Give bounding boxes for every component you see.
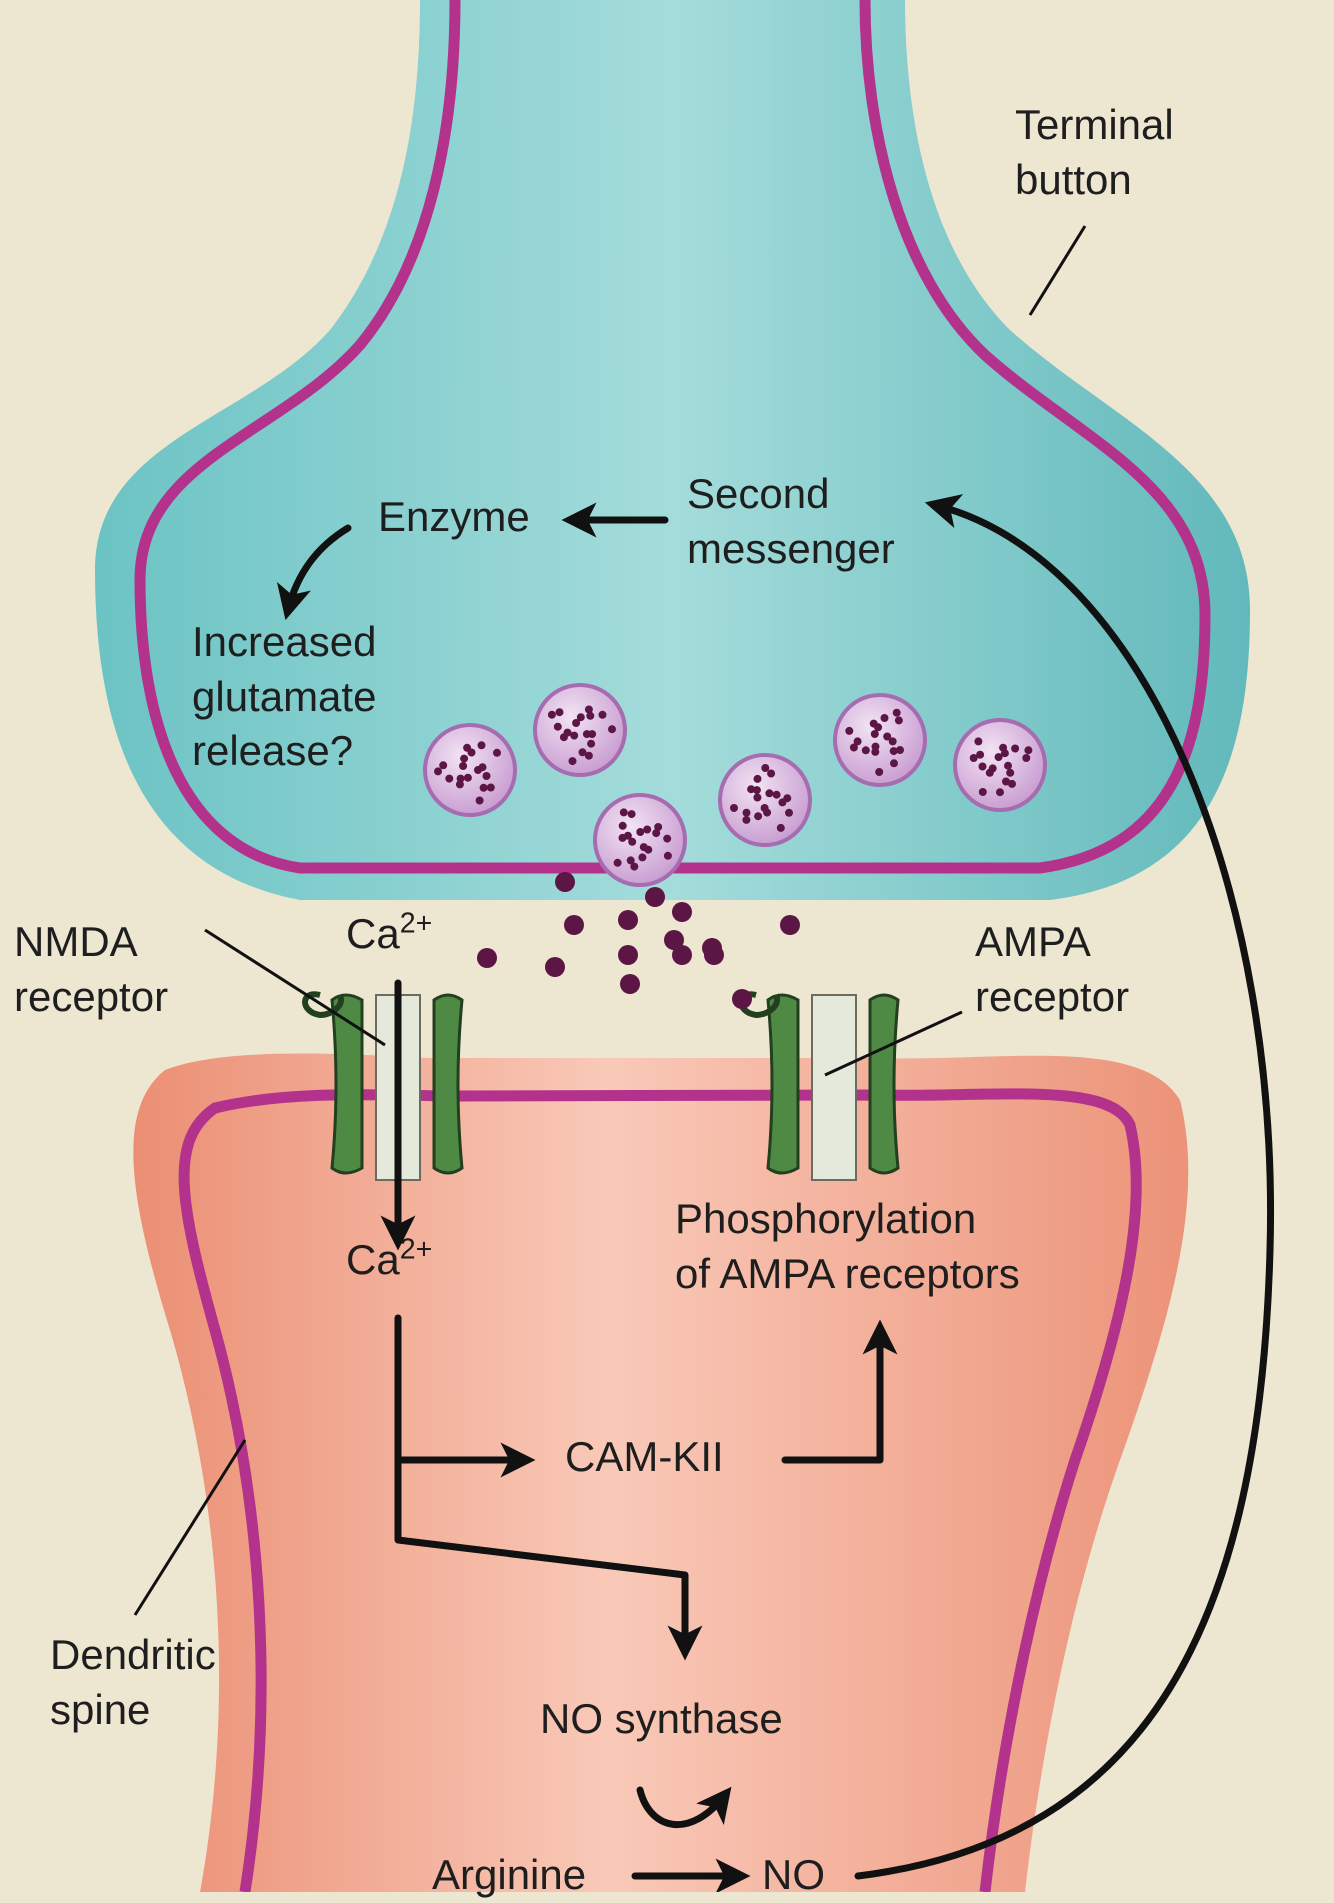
synaptic-vesicle <box>718 753 812 847</box>
glutamate-molecule <box>704 945 724 965</box>
glutamate-molecule <box>477 948 497 968</box>
synaptic-vesicles <box>423 683 1047 887</box>
arrow-no-retrograde <box>854 494 1275 1880</box>
label-calcium-extracellular: Ca2+ <box>346 907 432 962</box>
pointer-nmda-receptor <box>204 928 386 1047</box>
label-enzyme: Enzyme <box>378 493 530 540</box>
label-phosphorylation: Phosphorylation of AMPA receptors <box>675 1195 1020 1297</box>
glutamate-molecules <box>477 872 800 1009</box>
label-dendritic-spine: Dendritic spine <box>50 1631 216 1733</box>
glutamate-molecule <box>672 945 692 965</box>
calcium-charge: 2+ <box>399 1233 433 1266</box>
synaptic-vesicle <box>593 793 687 887</box>
synaptic-vesicle <box>953 718 1047 812</box>
glutamate-molecule <box>564 915 584 935</box>
label-no: NO <box>762 1851 825 1898</box>
pathway-arrows <box>276 494 1275 1892</box>
glutamate-molecule <box>555 872 575 892</box>
pointer-ampa-receptor <box>824 1010 963 1077</box>
arrow-synthase-catalysis <box>636 1786 732 1828</box>
arrow-cam-kii-to-phosphorylation <box>781 1319 898 1464</box>
glutamate-molecule <box>618 910 638 930</box>
label-no-synthase: NO synthase <box>540 1695 783 1742</box>
calcium-charge: 2+ <box>399 907 433 940</box>
label-pointer-lines <box>133 225 1087 1616</box>
arrow-enzyme-to-release <box>276 524 352 621</box>
glutamate-molecule <box>732 989 752 1009</box>
glutamate-molecule <box>645 887 665 907</box>
glutamate-molecule <box>620 974 640 994</box>
glutamate-molecule <box>780 915 800 935</box>
synaptic-vesicle <box>423 723 517 817</box>
label-increased-glutamate-release: Increased glutamate release? <box>192 618 377 775</box>
glutamate-molecule <box>672 902 692 922</box>
glutamate-molecule <box>545 957 565 977</box>
pointer-dendritic-spine <box>133 1439 247 1616</box>
ampa-receptor-channel <box>738 991 900 1181</box>
calcium-symbol: Ca <box>346 1236 400 1283</box>
label-nmda-receptor: NMDA receptor <box>14 918 169 1020</box>
pointer-terminal-button <box>1028 225 1087 316</box>
label-calcium-intracellular: Ca2+ <box>346 1233 432 1288</box>
label-arginine: Arginine <box>432 1851 587 1898</box>
glutamate-molecule <box>618 945 638 965</box>
synaptic-vesicle <box>533 683 627 777</box>
label-ampa-receptor: AMPA receptor <box>975 918 1130 1020</box>
arrow-calcium-trunk <box>394 1314 703 1661</box>
label-second-messenger: Second messenger <box>687 470 895 572</box>
calcium-symbol: Ca <box>346 910 400 957</box>
nmda-receptor-channel <box>302 991 464 1181</box>
label-cam-kii: CAM-KII <box>565 1433 724 1480</box>
synaptic-vesicle <box>833 693 927 787</box>
label-terminal-button: Terminal button <box>1015 101 1174 203</box>
glutamate-molecule <box>664 930 684 950</box>
